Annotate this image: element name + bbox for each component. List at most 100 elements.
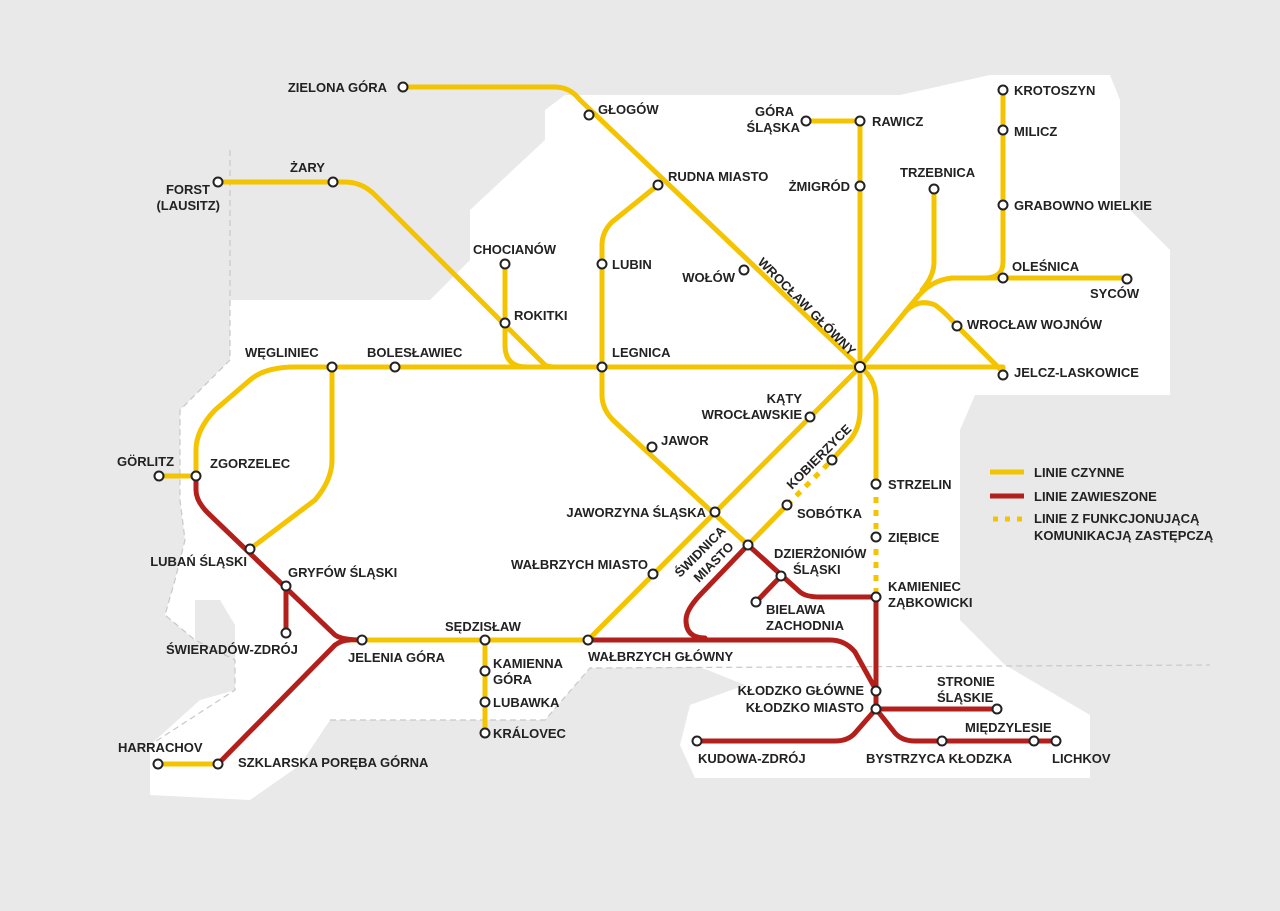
label-wroclaw-wojnow: WROCŁAW WOJNÓW (967, 317, 1103, 332)
station-boleslawiec[interactable] (389, 361, 401, 373)
label-ziebice: ZIĘBICE (888, 530, 940, 545)
station-chocianow[interactable] (499, 258, 511, 270)
station-rokitki[interactable] (499, 317, 511, 329)
station-sycow[interactable] (1121, 273, 1133, 285)
station-glogow[interactable] (583, 109, 595, 121)
station-gorlitz[interactable] (153, 470, 165, 482)
label-kamienna-gora-2: GÓRA (493, 672, 533, 687)
label-katy-1: KĄTY (767, 391, 803, 406)
label-sobotka: SOBÓTKA (797, 506, 863, 521)
station-kudowa[interactable] (691, 735, 703, 747)
station-sobotka[interactable] (781, 499, 793, 511)
label-wolow: WOŁÓW (682, 270, 735, 285)
station-strzelin[interactable] (870, 478, 882, 490)
station-rawicz[interactable] (854, 115, 866, 127)
station-ziebice[interactable] (870, 531, 882, 543)
station-jelcz[interactable] (997, 369, 1009, 381)
station-kobierzyce[interactable] (826, 454, 838, 466)
station-legnica[interactable] (596, 361, 608, 373)
legend-label-replacement-1: LINIE Z FUNKCJONUJĄCĄ (1034, 511, 1200, 526)
station-lubawka[interactable] (479, 696, 491, 708)
station-dzierzoniow[interactable] (775, 570, 787, 582)
station-wroclaw-glowny[interactable] (854, 361, 866, 373)
label-kamienna-gora-1: KAMIENNA (493, 656, 564, 671)
active-lines (155, 84, 1130, 767)
station-sedzislaw[interactable] (479, 634, 491, 646)
station-jawor[interactable] (646, 441, 658, 453)
station-walbrzych-miasto[interactable] (647, 568, 659, 580)
station-rudna[interactable] (652, 179, 664, 191)
station-bielawa[interactable] (750, 596, 762, 608)
label-rudna: RUDNA MIASTO (668, 169, 768, 184)
label-gora-slaska-2: ŚLĄSKA (747, 120, 801, 135)
station-klodzko-glowne[interactable] (870, 685, 882, 697)
station-klodzko-miasto[interactable] (870, 703, 882, 715)
station-gora-slaska[interactable] (800, 115, 812, 127)
label-zgorzelec: ZGORZELEC (210, 456, 291, 471)
label-dzierzoniow-1: DZIERŻONIÓW (774, 546, 867, 561)
label-bielawa-1: BIELAWA (766, 602, 826, 617)
label-walbrzych-glowny: WAŁBRZYCH GŁÓWNY (588, 649, 733, 664)
legend-label-suspended: LINIE ZAWIESZONE (1034, 489, 1157, 504)
station-jaworzyna[interactable] (709, 506, 721, 518)
station-katy[interactable] (804, 411, 816, 423)
station-wroclaw-wojnow[interactable] (951, 320, 963, 332)
label-trzebnica: TRZEBNICA (900, 165, 976, 180)
label-kudowa: KUDOWA-ZDRÓJ (698, 751, 806, 766)
station-miedzylesie[interactable] (1028, 735, 1040, 747)
station-grabowno[interactable] (997, 199, 1009, 211)
station-kamienna-gora[interactable] (479, 665, 491, 677)
station-lichkov[interactable] (1050, 735, 1062, 747)
station-olesnica[interactable] (997, 272, 1009, 284)
station-labels: ZIELONA GÓRA GŁOGÓW GÓRA ŚLĄSKA RAWICZ K… (117, 80, 1152, 770)
station-forst[interactable] (212, 176, 224, 188)
station-zary[interactable] (327, 176, 339, 188)
station-gryfow[interactable] (280, 580, 292, 592)
station-bystrzyca[interactable] (936, 735, 948, 747)
country-border (149, 150, 236, 746)
label-sycow: SYCÓW (1090, 286, 1140, 301)
legend-label-replacement-2: KOMUNIKACJĄ ZASTĘPCZĄ (1034, 528, 1214, 543)
station-walbrzych-glowny[interactable] (582, 634, 594, 646)
label-swieradow: ŚWIERADÓW-ZDRÓJ (166, 642, 298, 657)
station-jelenia-gora[interactable] (356, 634, 368, 646)
label-rokitki: ROKITKI (514, 308, 567, 323)
label-lubin: LUBIN (612, 257, 652, 272)
station-swidnica[interactable] (742, 539, 754, 551)
label-rawicz: RAWICZ (872, 114, 923, 129)
label-sedzislaw: SĘDZISŁAW (445, 619, 522, 634)
label-jelcz: JELCZ-LASKOWICE (1014, 365, 1139, 380)
label-grabowno: GRABOWNO WIELKIE (1014, 198, 1152, 213)
station-zielona-gora[interactable] (397, 81, 409, 93)
station-kamieniec[interactable] (870, 591, 882, 603)
label-boleslawiec: BOLESŁAWIEC (367, 345, 463, 360)
station-zgorzelec[interactable] (190, 470, 202, 482)
station-luban[interactable] (244, 543, 256, 555)
label-strzelin: STRZELIN (888, 477, 952, 492)
station-kralovec[interactable] (479, 727, 491, 739)
label-zmigrod: ŻMIGRÓD (789, 179, 850, 194)
label-walbrzych-miasto: WAŁBRZYCH MIASTO (511, 557, 648, 572)
station-stronie[interactable] (991, 703, 1003, 715)
label-gora-slaska-1: GÓRA (755, 104, 795, 119)
station-swieradow[interactable] (280, 627, 292, 639)
label-dzierzoniow-2: ŚLĄSKI (793, 562, 841, 577)
station-krotoszyn[interactable] (997, 84, 1009, 96)
region-land (150, 75, 1170, 800)
station-wolow[interactable] (738, 264, 750, 276)
station-wegliniec[interactable] (326, 361, 338, 373)
label-zary: ŻARY (290, 160, 325, 175)
label-olesnica: OLEŚNICA (1012, 259, 1080, 274)
label-bystrzyca: BYSTRZYCA KŁODZKA (866, 751, 1013, 766)
label-wegliniec: WĘGLINIEC (245, 345, 319, 360)
label-stronie-2: ŚLĄSKIE (937, 690, 994, 705)
label-katy-2: WROCŁAWSKIE (702, 407, 803, 422)
label-lichkov: LICHKOV (1052, 751, 1111, 766)
station-zmigrod[interactable] (854, 180, 866, 192)
station-harrachov[interactable] (152, 758, 164, 770)
station-milicz[interactable] (997, 124, 1009, 136)
station-lubin[interactable] (596, 258, 608, 270)
station-trzebnica[interactable] (928, 183, 940, 195)
station-szklarska[interactable] (212, 758, 224, 770)
label-bielawa-2: ZACHODNIA (766, 618, 845, 633)
